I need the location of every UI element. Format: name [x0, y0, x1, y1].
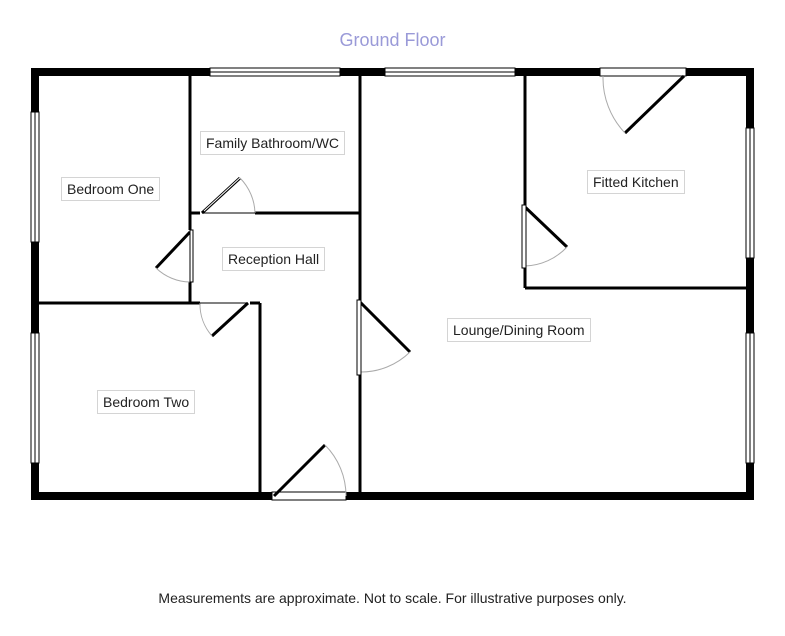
window-bedroom-one-left	[30, 111, 40, 243]
label-family-bathroom: Family Bathroom/WC	[200, 131, 346, 155]
doors	[154, 74, 686, 498]
label-lounge-dining: Lounge/Dining Room	[447, 318, 591, 342]
door-bedroom-one	[154, 229, 194, 283]
window-lounge-right	[745, 332, 755, 464]
disclaimer: Measurements are approximate. Not to sca…	[158, 590, 627, 606]
label-fitted-kitchen: Fitted Kitchen	[587, 170, 685, 194]
label-bedroom-two: Bedroom Two	[97, 390, 196, 414]
door-lounge	[356, 299, 412, 376]
windows	[30, 67, 755, 501]
front-door-gap	[271, 491, 347, 501]
interior-walls	[35, 72, 750, 496]
door-bathroom	[200, 175, 256, 215]
door-bedroom-two	[199, 301, 250, 338]
door-kitchen	[521, 204, 569, 269]
label-reception-hall: Reception Hall	[222, 247, 326, 271]
window-kitchen-right	[745, 127, 755, 259]
label-bedroom-one: Bedroom One	[61, 177, 161, 201]
window-kitchen-top	[599, 67, 687, 77]
window-bedroom-two-left	[30, 332, 40, 464]
window-lounge-top	[384, 67, 516, 77]
door-kitchen-exterior	[602, 74, 686, 135]
outer-walls	[31, 68, 754, 500]
door-front	[272, 443, 347, 498]
plan-title: Ground Floor	[339, 30, 446, 50]
window-bathroom-top	[209, 67, 341, 77]
